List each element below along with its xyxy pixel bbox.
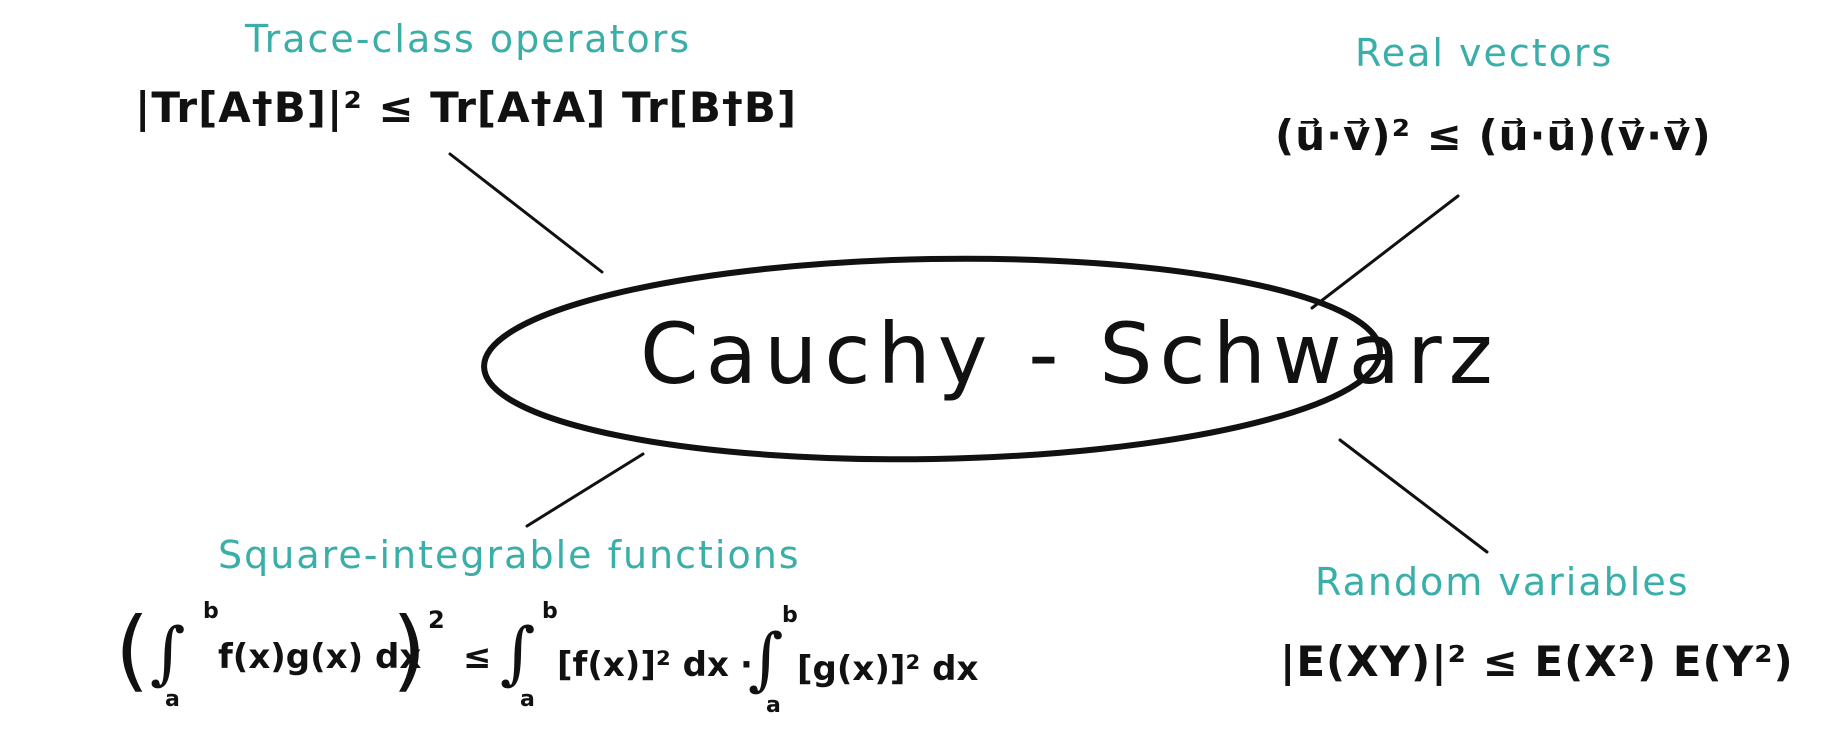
leq-sign: ≤	[463, 637, 492, 677]
connector-real-vectors	[1310, 194, 1460, 310]
upper-limit-left: b	[203, 599, 219, 624]
square-integrable-title: Square-integrable functions	[218, 533, 801, 577]
trace-class-formula: |Tr[A†B]|² ≤ Tr[A†A] Tr[B†B]	[135, 83, 797, 132]
integral-sign-left: ∫	[150, 614, 185, 693]
integrand-left: f(x)g(x) dx	[218, 637, 421, 677]
power-left: 2	[428, 606, 445, 634]
lower-limit-f: a	[520, 687, 535, 712]
upper-limit-f: b	[542, 599, 558, 624]
real-vectors-title: Real vectors	[1355, 31, 1613, 75]
center-ellipse	[481, 255, 1383, 463]
upper-limit-g: b	[782, 603, 798, 628]
connector-trace-class	[448, 152, 604, 274]
real-vectors-formula: (u⃗·v⃗)² ≤ (u⃗·u⃗)(v⃗·v⃗)	[1275, 111, 1712, 160]
right-paren: )	[392, 598, 426, 701]
connector-random-variables	[1338, 438, 1489, 554]
square-integrable-formula: ( ∫ a b f(x)g(x) dx ) 2 ≤ ∫ a b [f(x)]² …	[115, 598, 978, 718]
center-title: Cauchy - Schwarz	[640, 305, 1500, 403]
lower-limit-left: a	[165, 687, 180, 712]
integrand-f: [f(x)]² dx	[557, 645, 729, 685]
dot-operator: ·	[740, 645, 753, 685]
integral-sign-g: ∫	[748, 620, 783, 699]
lower-limit-g: a	[766, 693, 781, 718]
left-paren: (	[115, 598, 149, 701]
integrand-g: [g(x)]² dx	[797, 649, 978, 689]
trace-class-title: Trace-class operators	[244, 17, 691, 61]
integral-sign-f: ∫	[500, 614, 535, 693]
random-variables-title: Random variables	[1315, 560, 1690, 604]
connector-square-integrable	[525, 452, 645, 528]
random-variables-formula: |E(XY)|² ≤ E(X²) E(Y²)	[1280, 637, 1794, 686]
